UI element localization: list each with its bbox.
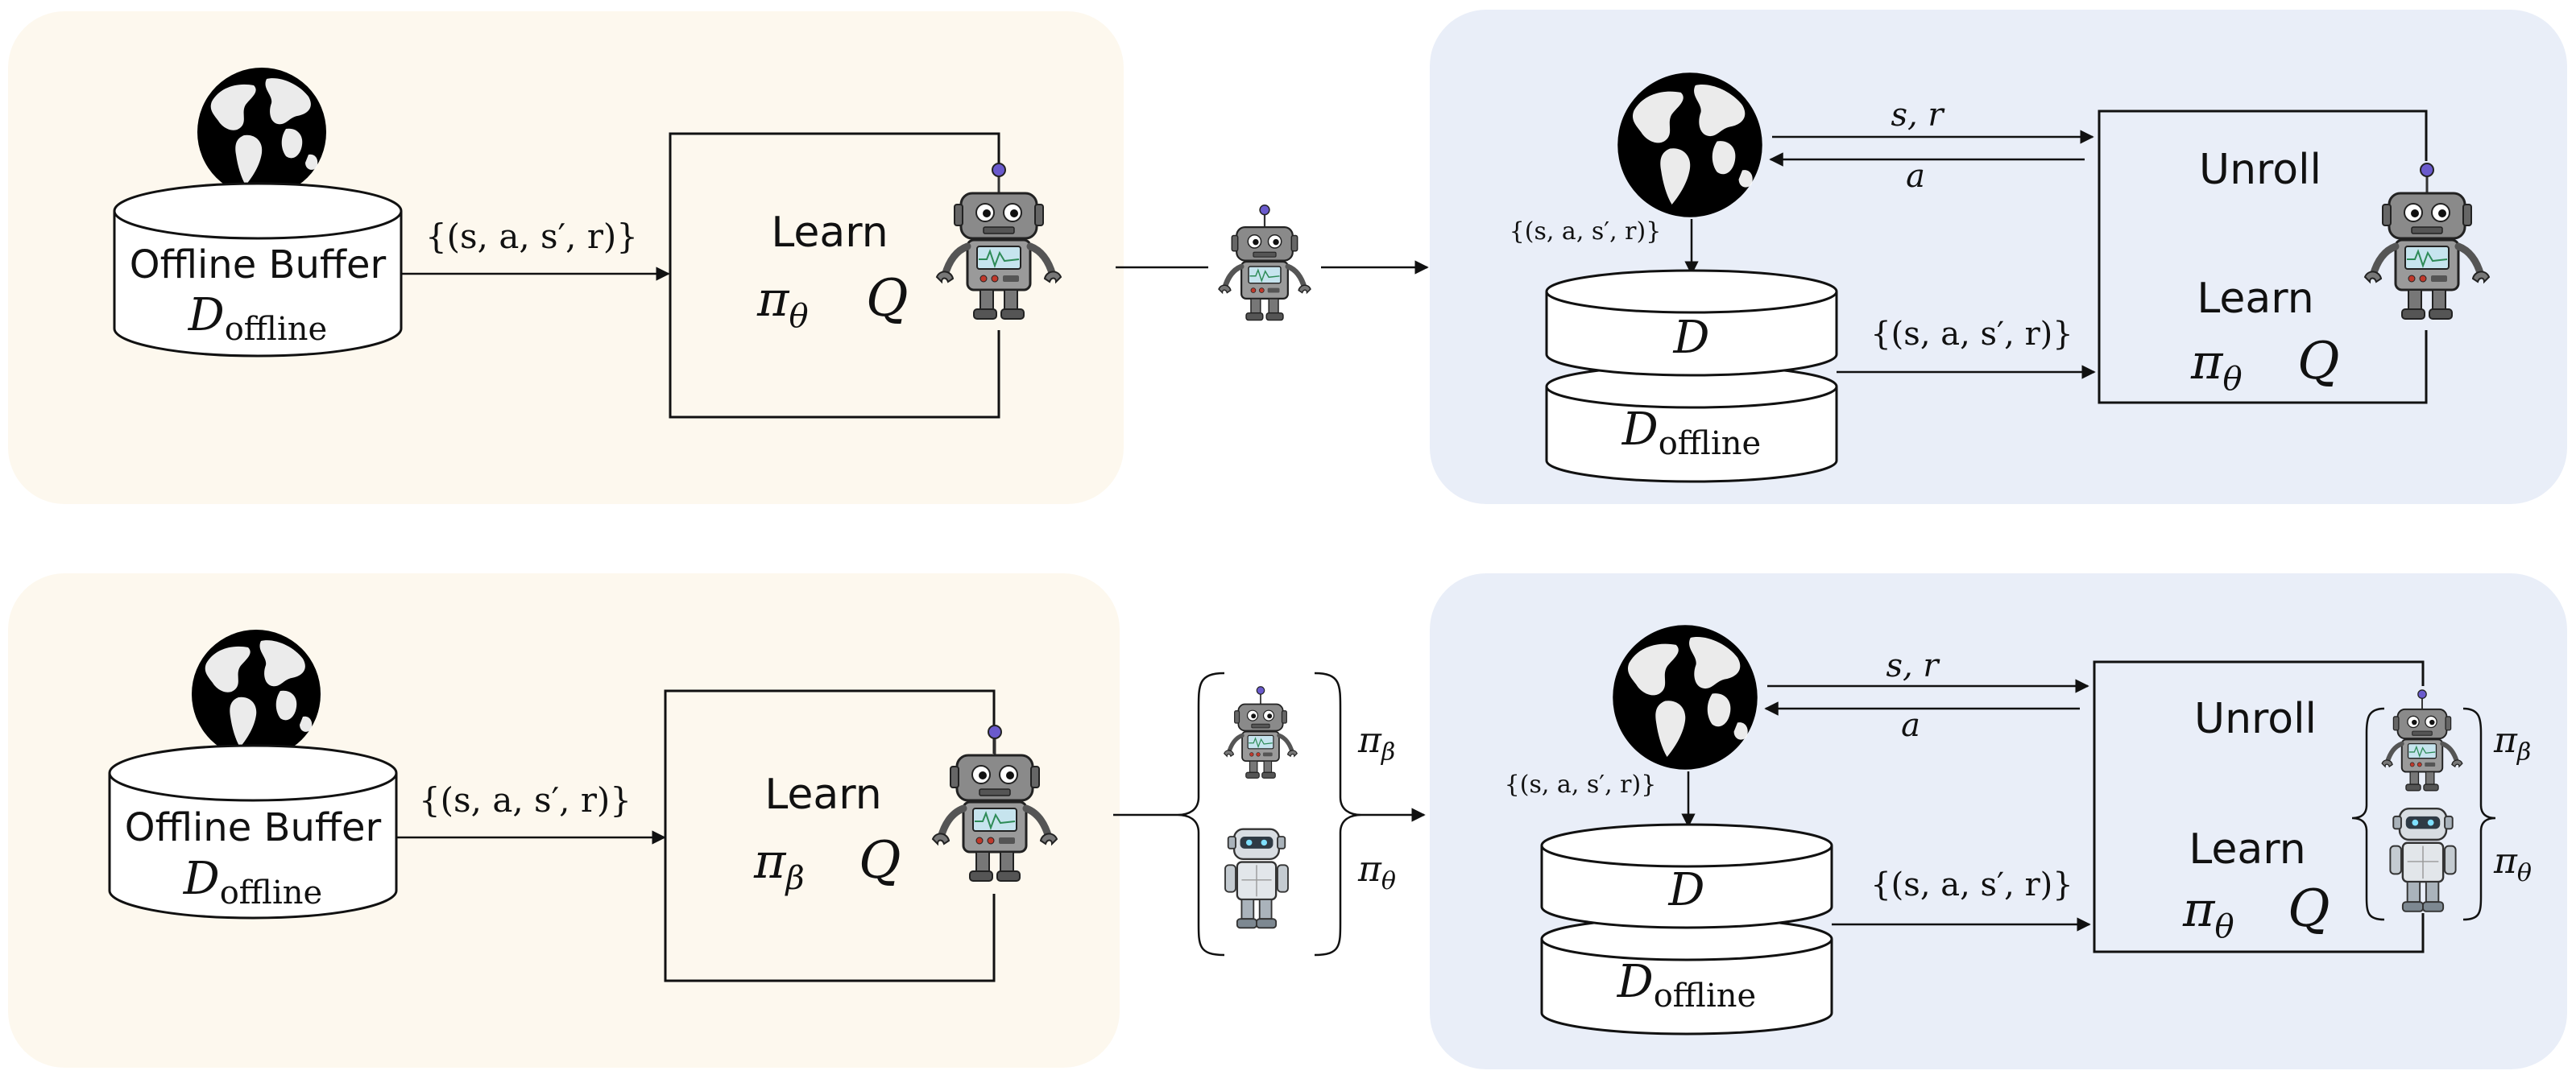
robot-icon bbox=[1224, 828, 1290, 929]
policy-label: πθ bbox=[2182, 882, 2234, 945]
learn-label: Learn bbox=[764, 771, 881, 819]
online-buffer-cylinder bbox=[1540, 823, 1833, 1036]
policy-label: πβ bbox=[753, 833, 805, 897]
globe-icon bbox=[197, 68, 326, 196]
globe-icon bbox=[1613, 625, 1758, 770]
right-brace bbox=[2462, 707, 2496, 921]
q-function-label: Q bbox=[866, 269, 908, 329]
beta-policy-label: πβ bbox=[1357, 720, 1395, 767]
q-function-label: Q bbox=[2297, 332, 2339, 391]
transition-tuple-label: {(s, a, s′, r)} bbox=[419, 780, 632, 820]
learn-label: Learn bbox=[2189, 825, 2305, 874]
transition-tuple-label: {(s, a, s′, r)} bbox=[1870, 316, 2073, 353]
online-buffer-symbol: D bbox=[1668, 864, 1705, 916]
unroll-learn-box bbox=[2093, 660, 2425, 953]
theta-policy-label: πθ bbox=[1357, 849, 1396, 895]
learn-label: Learn bbox=[2197, 275, 2313, 323]
left-brace bbox=[2351, 707, 2385, 921]
state-reward-label: s, r bbox=[1891, 97, 1945, 134]
right-brace bbox=[1314, 672, 1362, 957]
online-buffer-cylinder bbox=[1545, 269, 1838, 483]
globe-transition-label: {(s, a, s′, r)} bbox=[1510, 217, 1662, 246]
globe-transition-label: {(s, a, s′, r)} bbox=[1505, 771, 1657, 799]
transition-tuple-label: {(s, a, s′, r)} bbox=[1870, 866, 2073, 903]
offline-buffer-symbol: Doffline bbox=[183, 853, 322, 912]
action-label: a bbox=[1901, 707, 1920, 744]
learn-label: Learn bbox=[771, 209, 888, 257]
offline-buffer-cylinder bbox=[108, 744, 398, 920]
learn-box bbox=[669, 132, 1000, 419]
state-reward-label: s, r bbox=[1886, 647, 1940, 684]
learn-box bbox=[664, 689, 996, 982]
action-label: a bbox=[1906, 158, 1925, 195]
q-function-label: Q bbox=[2288, 879, 2330, 939]
robot-icon bbox=[1219, 205, 1311, 320]
theta-policy-label: πθ bbox=[2493, 841, 2532, 887]
online-buffer-symbol: D bbox=[1673, 312, 1710, 364]
beta-policy-label: πβ bbox=[2493, 720, 2531, 767]
offline-buffer-label: Offline Buffer bbox=[125, 805, 382, 850]
unroll-label: Unroll bbox=[2194, 695, 2317, 743]
robot-icon bbox=[1224, 687, 1298, 779]
policy-label: πθ bbox=[2190, 334, 2243, 398]
offline-buffer-label: Offline Buffer bbox=[130, 242, 387, 287]
offline-buffer-symbol: Doffline bbox=[1617, 956, 1756, 1015]
left-brace bbox=[1177, 672, 1225, 957]
unroll-learn-box bbox=[2098, 110, 2428, 404]
offline-buffer-cylinder bbox=[113, 182, 403, 358]
unroll-label: Unroll bbox=[2199, 146, 2321, 194]
offline-buffer-symbol: Doffline bbox=[1621, 403, 1761, 462]
globe-icon bbox=[192, 630, 321, 759]
q-function-label: Q bbox=[859, 831, 901, 891]
transition-tuple-label: {(s, a, s′, r)} bbox=[425, 217, 638, 256]
policy-label: πθ bbox=[756, 271, 809, 335]
globe-icon bbox=[1617, 72, 1762, 217]
offline-buffer-symbol: Doffline bbox=[188, 289, 327, 348]
